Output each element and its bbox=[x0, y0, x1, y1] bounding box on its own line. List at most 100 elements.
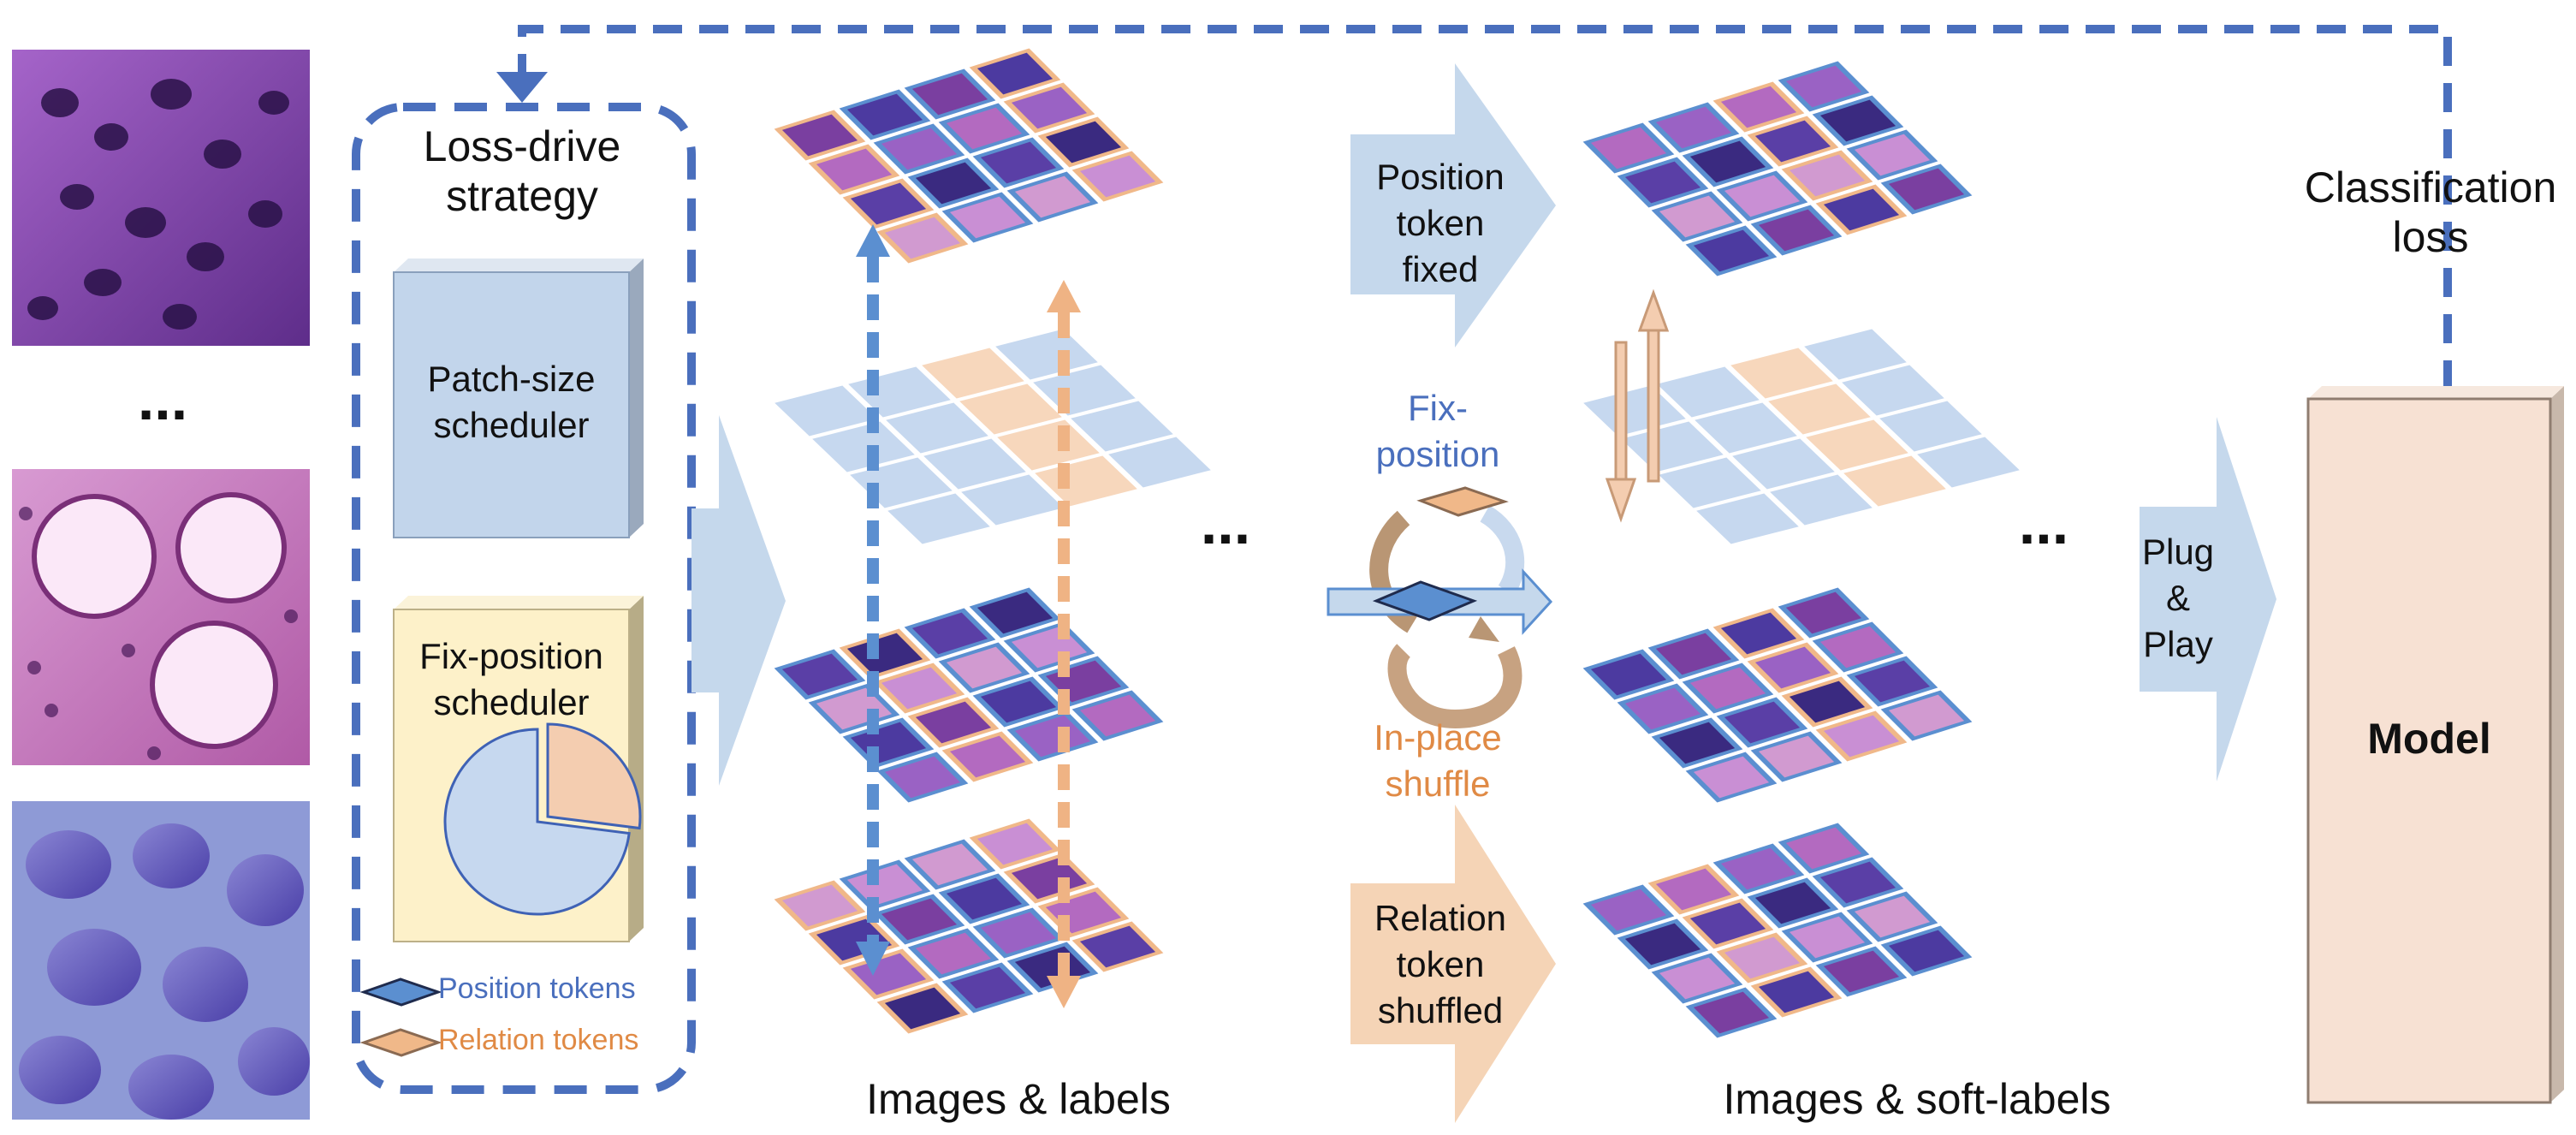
image-patch bbox=[1689, 902, 1766, 945]
legend-position-label: Position tokens bbox=[438, 972, 636, 1005]
image-patch bbox=[1720, 612, 1797, 655]
image-patch bbox=[1819, 626, 1896, 669]
histology-image-bottom bbox=[12, 801, 310, 1120]
position-token-tile bbox=[1696, 493, 1799, 544]
ellipsis-right-stack: ... bbox=[2019, 490, 2069, 556]
position-token-tile bbox=[961, 474, 1064, 526]
position-token-tile bbox=[995, 329, 1098, 380]
shuffle-cycle-icon bbox=[1327, 486, 1553, 729]
relation-token-tile bbox=[959, 383, 1062, 435]
image-patch bbox=[1819, 861, 1896, 904]
caption-images-labels: Images & labels bbox=[866, 1075, 1171, 1123]
image-patch bbox=[1011, 86, 1088, 129]
image-patch bbox=[1789, 680, 1866, 723]
image-patch bbox=[1655, 633, 1732, 675]
model-label: Model bbox=[2367, 715, 2491, 763]
position-token-tile bbox=[812, 421, 915, 472]
image-patch bbox=[1823, 950, 1900, 993]
image-patch bbox=[1854, 660, 1931, 703]
histology-image-middle bbox=[12, 469, 310, 765]
image-patch bbox=[1689, 667, 1766, 710]
image-grid-right-middle bbox=[1582, 587, 1973, 803]
ellipsis-left: ... bbox=[138, 365, 187, 432]
image-grid-left-top bbox=[774, 48, 1164, 264]
position-token-tile bbox=[1917, 437, 2020, 488]
image-patch bbox=[1888, 168, 1965, 211]
image-patch bbox=[846, 93, 923, 136]
image-patch bbox=[1014, 175, 1091, 218]
pie-slice-relation bbox=[546, 722, 642, 830]
image-patch bbox=[816, 687, 893, 730]
position-token-tile bbox=[886, 402, 988, 454]
image-patch bbox=[1758, 209, 1835, 252]
relation-shuffled-arrow bbox=[1350, 805, 1556, 1123]
position-token-tile bbox=[923, 438, 1026, 490]
image-patch bbox=[1693, 229, 1770, 272]
model-box bbox=[2306, 386, 2564, 1104]
image-patch bbox=[884, 217, 961, 259]
image-patch bbox=[911, 73, 988, 116]
patch-size-scheduler-box bbox=[393, 258, 644, 538]
position-token-tile bbox=[1657, 366, 1760, 418]
feedback-dashed-arrow bbox=[518, 25, 2452, 389]
image-patch bbox=[1045, 891, 1122, 934]
position-fixed-arrow bbox=[1350, 63, 1556, 348]
image-patch bbox=[781, 884, 858, 927]
image-patch bbox=[1011, 857, 1088, 900]
image-patch bbox=[781, 653, 858, 696]
image-patch bbox=[1014, 715, 1091, 758]
image-patch bbox=[1720, 86, 1797, 128]
image-patch bbox=[850, 182, 927, 225]
relation-token-tile bbox=[1730, 348, 1833, 399]
image-patch bbox=[816, 148, 893, 191]
image-patch bbox=[1823, 188, 1900, 231]
image-patch bbox=[1590, 653, 1667, 696]
image-patch bbox=[915, 701, 992, 744]
image-patch bbox=[911, 843, 988, 886]
position-token-tile bbox=[1842, 365, 1944, 416]
image-patch bbox=[781, 114, 858, 157]
image-patch bbox=[980, 680, 1057, 723]
image-patch bbox=[884, 756, 961, 799]
image-patch bbox=[1754, 120, 1831, 163]
image-patch bbox=[1724, 175, 1801, 217]
image-patch bbox=[1888, 930, 1965, 972]
image-patch bbox=[949, 966, 1026, 1009]
image-patch bbox=[881, 128, 958, 170]
position-token-tile bbox=[1621, 421, 1724, 472]
relation-token-tile bbox=[922, 348, 1024, 399]
image-patch bbox=[1624, 161, 1701, 204]
image-patch bbox=[1754, 882, 1831, 924]
image-patch bbox=[846, 864, 923, 906]
image-grid-right-bottom bbox=[1582, 823, 1973, 1038]
image-patch bbox=[1659, 722, 1736, 764]
image-patch bbox=[881, 898, 958, 941]
image-patch bbox=[1758, 971, 1835, 1013]
feedback-arrow-head bbox=[496, 72, 548, 103]
image-patch bbox=[911, 612, 988, 655]
image-patch bbox=[1590, 127, 1667, 169]
position-token-tile bbox=[1108, 437, 1211, 488]
vertical-dashed-arrow-blue bbox=[856, 224, 890, 976]
image-patch bbox=[980, 912, 1057, 954]
image-patch bbox=[850, 953, 927, 995]
image-grid-left-middle bbox=[774, 587, 1164, 803]
histology-image-top bbox=[12, 50, 310, 346]
position-token-tile bbox=[1071, 401, 1173, 452]
image-grid-left-bottom bbox=[774, 818, 1164, 1034]
caption-images-soft-labels: Images & soft-labels bbox=[1723, 1075, 2111, 1123]
image-patch bbox=[1789, 154, 1866, 197]
image-patch bbox=[850, 722, 927, 764]
image-patch bbox=[1624, 923, 1701, 966]
image-patch bbox=[1624, 687, 1701, 730]
image-patch bbox=[846, 633, 923, 675]
image-patch bbox=[946, 877, 1023, 920]
image-patch bbox=[915, 162, 992, 205]
image-patch bbox=[1823, 715, 1900, 758]
